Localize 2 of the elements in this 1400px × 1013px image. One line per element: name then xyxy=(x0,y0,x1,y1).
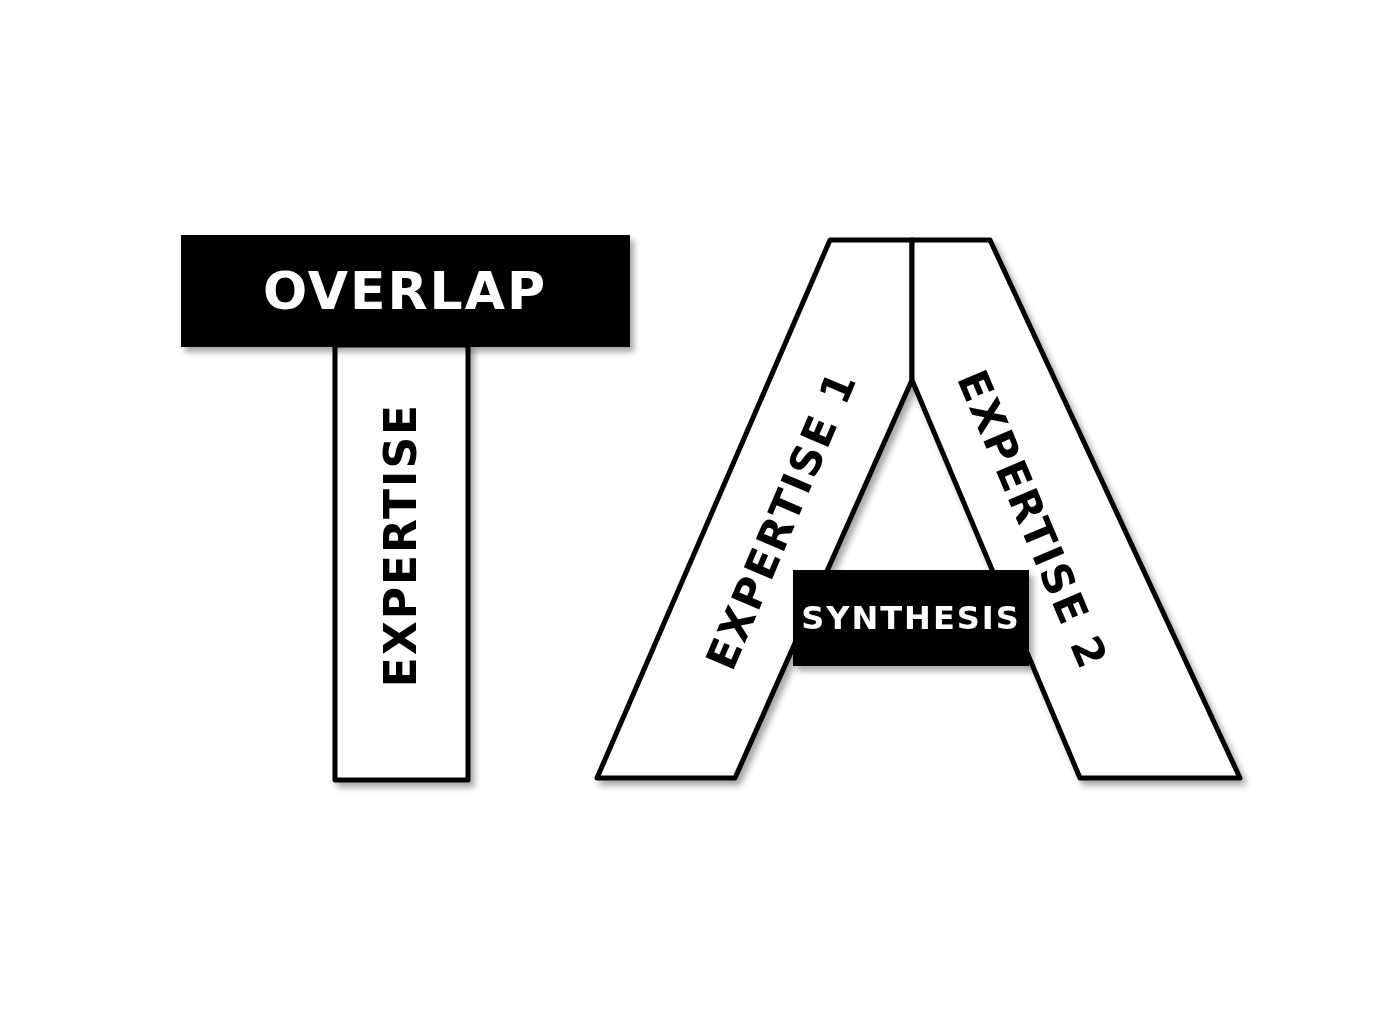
bar-label: EXPERTISE xyxy=(379,402,423,688)
bar-label: OVERLAP xyxy=(262,265,548,317)
